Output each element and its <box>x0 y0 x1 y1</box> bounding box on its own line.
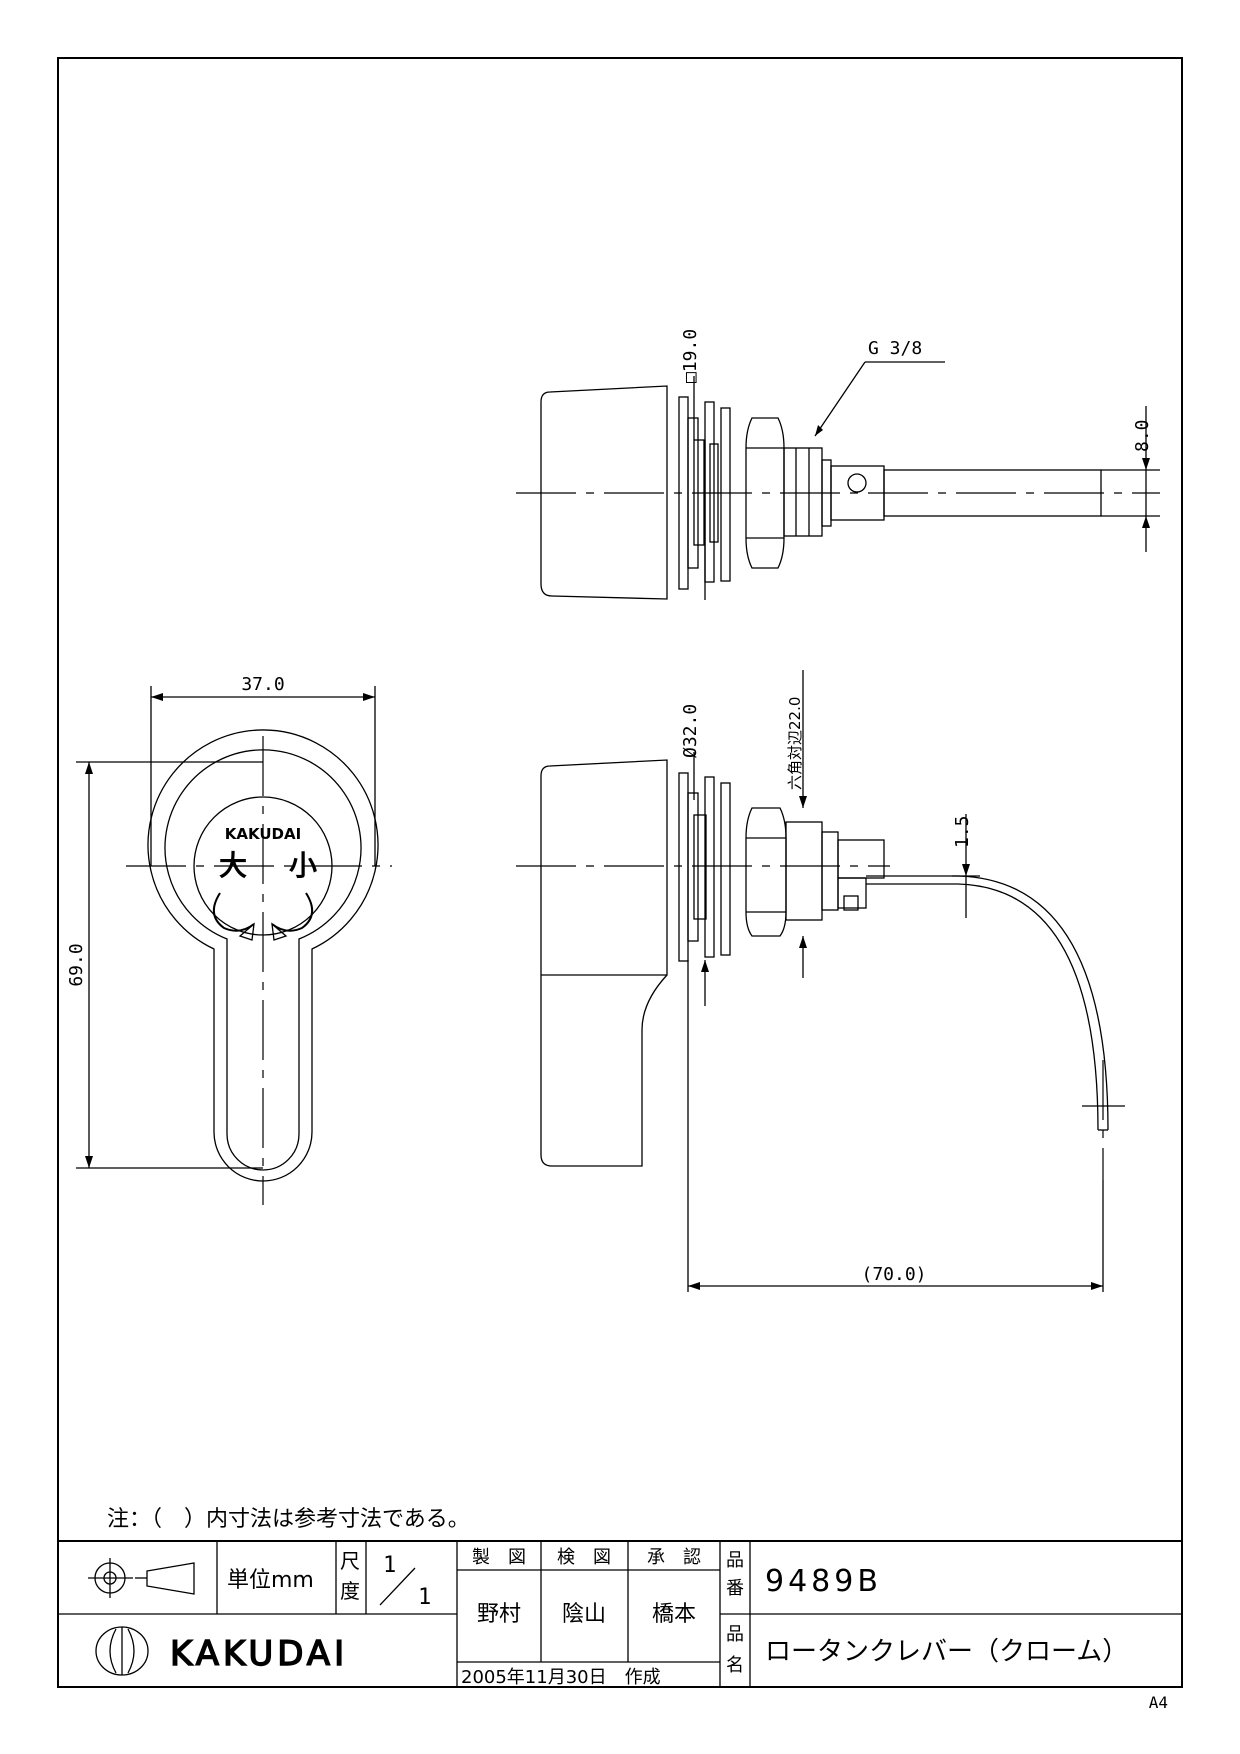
dim-square-label: □19.0 <box>680 329 701 383</box>
third-angle-projection-icon <box>88 1558 195 1598</box>
dim-thread-label: G 3/8 <box>868 338 922 359</box>
part-number: 9489B <box>765 1564 882 1599</box>
title-block: 単位mm 尺 度 1 1 製 図 検 図 承 認 野村 陰山 橋本 2005年1… <box>57 1540 1183 1688</box>
dim-rod-label: 1.5 <box>952 815 973 848</box>
kakudai-logo: KAKUDAI <box>95 1626 348 1676</box>
dim-flange-label: Ø32.0 <box>680 704 701 758</box>
scale-numerator: 1 <box>383 1553 396 1578</box>
made-by: 野村 <box>477 1602 521 1627</box>
company-name: KAKUDAI <box>170 1634 348 1674</box>
top-side-view: □19.0 G 3/8 8.0 <box>516 329 1160 600</box>
dim-hex-label: 六角対辺22.0 <box>786 697 804 790</box>
dim-stem-label: 8.0 <box>1132 419 1153 452</box>
made-header: 製 図 <box>472 1547 526 1568</box>
part-name: ロータンクレバー（クローム） <box>765 1637 1128 1667</box>
drawing-date: 2005年11月30日 作成 <box>461 1667 661 1688</box>
face-small-label: 小 <box>289 849 317 882</box>
face-big-label: 大 <box>219 849 247 882</box>
approved-by: 橋本 <box>652 1602 696 1627</box>
sheet-size-label: A4 <box>1149 1693 1168 1712</box>
part-no-label-1: 品 <box>726 1550 744 1571</box>
part-no-label-2: 番 <box>726 1578 744 1599</box>
dim-length-label: (70.0) <box>861 1264 926 1285</box>
check-header: 検 図 <box>557 1547 611 1568</box>
part-name-label-1: 品 <box>726 1624 744 1645</box>
dimension-note: 注：（ ）内寸法は参考寸法である。 <box>107 1507 470 1532</box>
unit-label: 単位mm <box>227 1568 314 1593</box>
scale-label-bottom: 度 <box>340 1579 360 1603</box>
bottom-side-view: Ø32.0 六角対辺22.0 1.5 (70.0) <box>516 670 1125 1292</box>
front-lever-view: KAKUDAI 大 小 37.0 69.0 <box>66 674 392 1205</box>
part-name-label-2: 名 <box>726 1655 744 1676</box>
approve-header: 承 認 <box>647 1547 701 1568</box>
dim-height-label: 69.0 <box>66 943 87 986</box>
face-brand-label: KAKUDAI <box>225 825 301 843</box>
checked-by: 陰山 <box>562 1602 606 1627</box>
dim-width-label: 37.0 <box>241 674 284 695</box>
scale-denominator: 1 <box>418 1585 431 1610</box>
scale-label-top: 尺 <box>340 1549 360 1573</box>
